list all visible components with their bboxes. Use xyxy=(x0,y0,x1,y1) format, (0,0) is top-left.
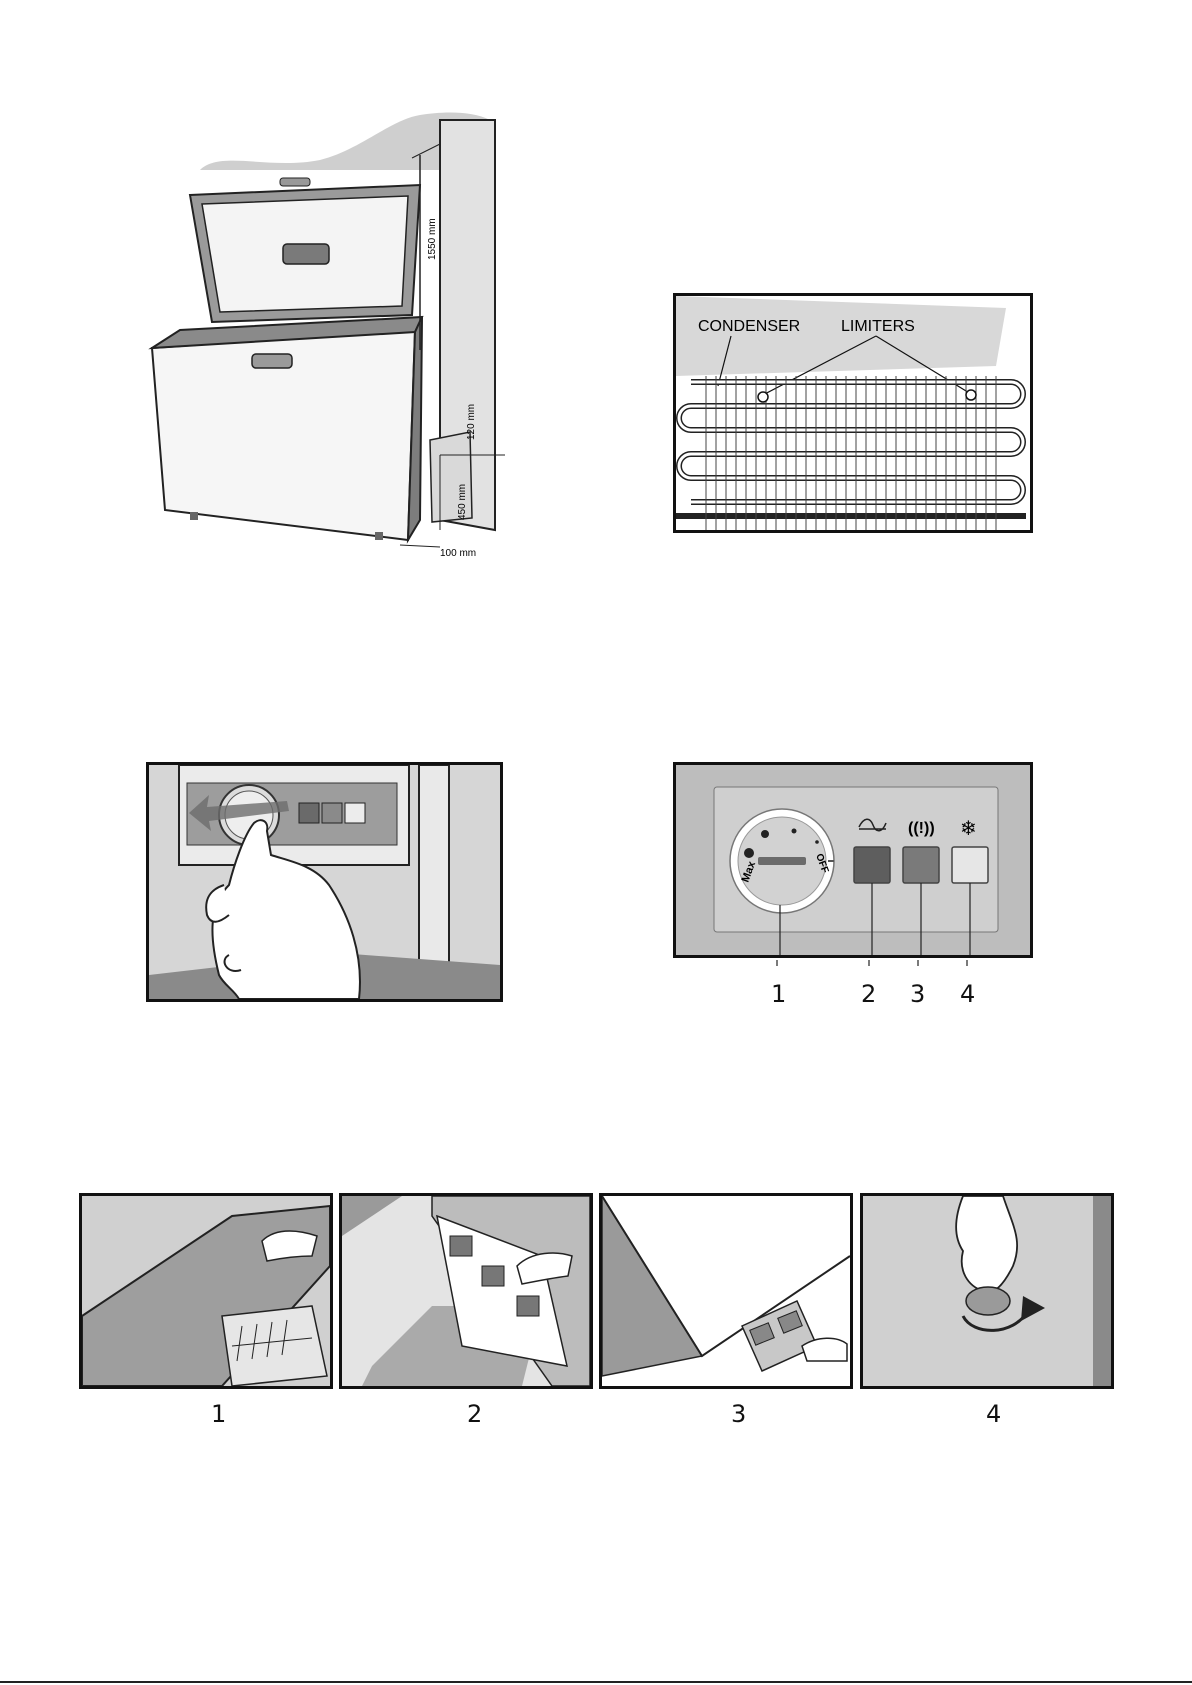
callout-3: 3 xyxy=(910,980,925,1008)
step-label-2: 2 xyxy=(467,1400,482,1428)
callout-2: 2 xyxy=(861,980,876,1008)
condenser-coil xyxy=(676,382,1026,516)
dim-top-label: 120 mm xyxy=(466,404,477,440)
step-label-4: 4 xyxy=(986,1400,1001,1428)
step-3-figure xyxy=(599,1193,853,1389)
dim-side-label: 450 mm xyxy=(457,484,468,520)
lid-handle xyxy=(283,244,329,264)
dim-height-label: 1550 mm xyxy=(427,218,438,260)
limiter-left xyxy=(758,392,768,402)
step-2-figure xyxy=(339,1193,593,1389)
callout-1: 1 xyxy=(771,980,786,1008)
dial-knob-bar xyxy=(758,857,806,865)
callout-4: 4 xyxy=(960,980,975,1008)
condenser-label: CONDENSER xyxy=(698,318,800,335)
step-label-3: 3 xyxy=(731,1400,746,1428)
step-4-figure xyxy=(860,1193,1114,1389)
dim-gap-label: 100 mm xyxy=(440,548,476,559)
power-indicator xyxy=(854,847,890,883)
page-bottom-rule xyxy=(0,1681,1192,1683)
step-1-figure xyxy=(79,1193,333,1389)
alarm-icon: ((!)) xyxy=(908,820,935,837)
thermostat-hand-figure xyxy=(146,762,503,1002)
freezer-installation-figure: 1550 mm 120 mm 450 mm 100 mm xyxy=(140,110,510,560)
condenser-figure: CONDENSER LIMITERS xyxy=(673,293,1033,533)
limiters-label: LIMITERS xyxy=(841,318,915,335)
alarm-indicator xyxy=(903,847,939,883)
fast-freeze-indicator xyxy=(952,847,988,883)
control-panel-figure: Max OFF ((!)) ❄ xyxy=(673,762,1033,958)
snowflake-icon: ❄ xyxy=(960,818,977,840)
step-label-1: 1 xyxy=(211,1400,226,1428)
limiter-right xyxy=(966,390,976,400)
